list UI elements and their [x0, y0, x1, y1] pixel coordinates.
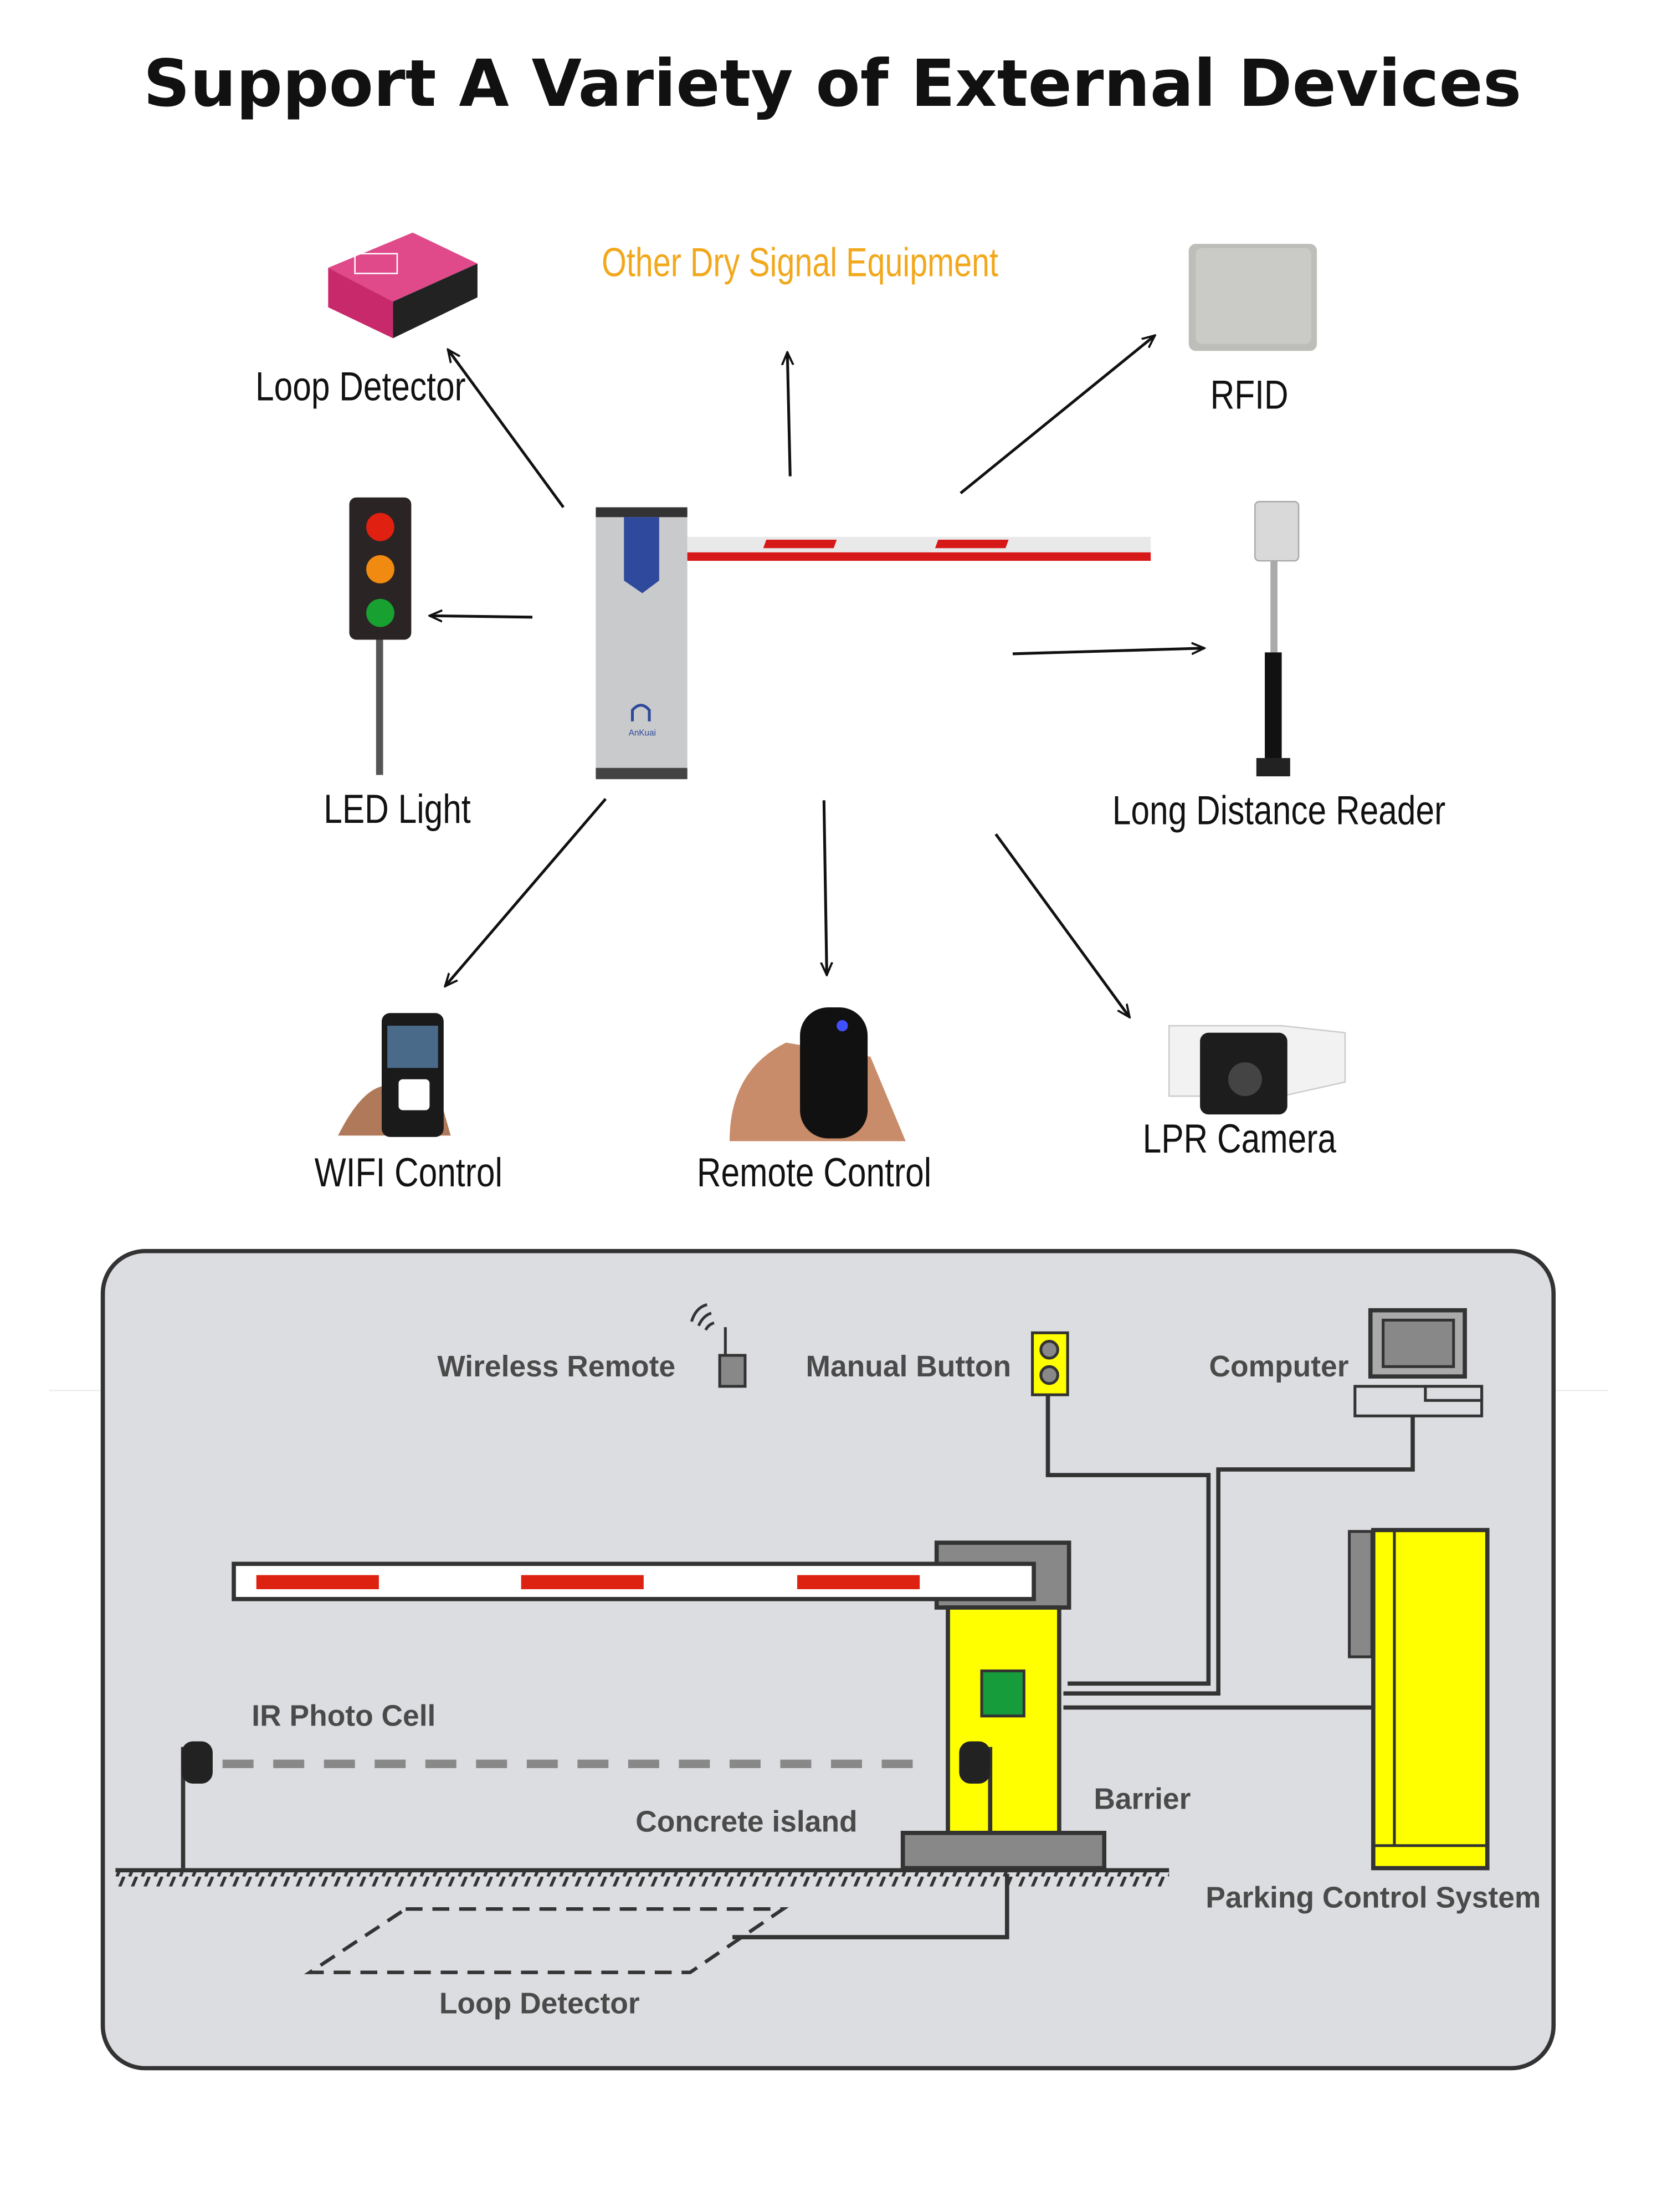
rfid-label: RFID	[1210, 372, 1289, 418]
loop-detector-label: Loop Detector	[255, 364, 466, 409]
ir-photo-cell-label: IR Photo Cell	[252, 1700, 435, 1733]
arrow-to-remote-control	[824, 800, 827, 975]
barrier-gate-image: AnKuai	[596, 507, 1151, 780]
manual-button-icon	[1031, 1331, 1069, 1396]
remote-control-label: Remote Control	[697, 1150, 931, 1195]
arrow-to-long-distance-reader	[1012, 648, 1204, 656]
wifi-control-label: WIFI Control	[315, 1150, 502, 1195]
long-distance-reader-image	[1254, 501, 1300, 777]
barrier-arm	[232, 1540, 1071, 1610]
led-traffic-light-image	[349, 497, 412, 775]
rfid-reader-image	[1188, 244, 1317, 351]
barrier-cabinet	[900, 1605, 1107, 1871]
arrow-to-rfid	[960, 335, 1155, 495]
led-light-label: LED Light	[324, 786, 471, 832]
arrow-to-other-dry-signal	[787, 352, 790, 477]
arrow-to-loop-detector	[448, 350, 565, 508]
long-distance-reader-label: Long Distance Reader	[1112, 788, 1445, 833]
arrow-to-led-light	[429, 616, 533, 617]
lpr-camera-label: LPR Camera	[1143, 1116, 1337, 1161]
manual-button-label: Manual Button	[806, 1350, 1012, 1383]
loop-detector-diagram-label: Loop Detector	[439, 1987, 640, 2020]
page-title: Support A Variety of External Devices	[143, 45, 1522, 121]
concrete-island-label: Concrete island	[635, 1805, 857, 1838]
loop-detector-image	[328, 232, 478, 339]
computer-label: Computer	[1209, 1350, 1348, 1383]
arrow-to-wifi-control	[445, 798, 607, 986]
barrier-brand-logo: AnKuai	[629, 728, 656, 738]
installation-diagram-panel: Wireless Remote Manual Button Computer	[100, 1249, 1556, 2071]
ground-line	[115, 1868, 1169, 1887]
wireless-remote-icon	[690, 1303, 747, 1388]
arrow-to-lpr-camera	[994, 833, 1130, 1017]
other-dry-signal-label: Other Dry Signal Equipment	[602, 240, 998, 286]
barrier-label: Barrier	[1094, 1783, 1191, 1816]
wifi-phone-image	[338, 1013, 451, 1137]
loop-detector-coil	[304, 1907, 789, 1974]
lpr-camera-image	[1168, 1025, 1346, 1115]
ir-photo-cell	[181, 1741, 993, 1868]
parking-control-system-cabinet	[1348, 1528, 1490, 1871]
wireless-remote-label: Wireless Remote	[437, 1350, 675, 1383]
parking-control-system-label: Parking Control System	[1206, 1882, 1541, 1914]
computer-icon	[1353, 1308, 1484, 1417]
remote-control-image	[729, 1007, 906, 1141]
